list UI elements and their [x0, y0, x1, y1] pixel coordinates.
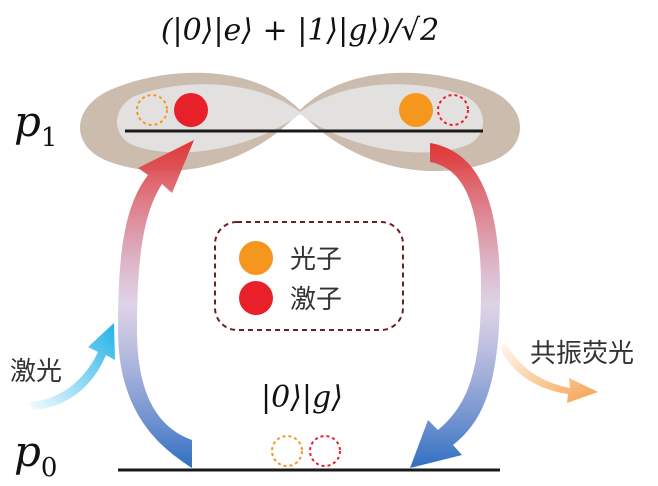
legend-photon-swatch	[239, 241, 273, 275]
legend-border	[214, 221, 404, 331]
laser-arrow	[30, 323, 115, 410]
upper-right-exciton-dashed	[437, 94, 469, 126]
svg-text:p1: p1	[14, 97, 57, 153]
lower-photon-dashed	[271, 435, 303, 467]
bottom-state-label: |0⟩|g⟩	[261, 380, 343, 415]
emission-arrow-right	[410, 143, 500, 468]
p1-base: p	[14, 97, 41, 146]
p0-sub: 0	[41, 453, 58, 483]
legend-exciton-swatch	[239, 281, 273, 315]
fluorescence-label: 共振荧光	[530, 339, 634, 369]
excitation-arrow-left	[118, 140, 194, 468]
laser-label: 激光	[10, 357, 62, 387]
level-p1-label: p1	[14, 97, 57, 153]
legend-photon-label: 光子	[290, 245, 342, 275]
legend-box: 光子 激子	[214, 221, 404, 331]
level-p0-label: p0	[14, 427, 57, 483]
top-state-label: (|0⟩|e⟩ + |1⟩|g⟩)/√2	[161, 13, 439, 48]
p1-sub: 1	[41, 123, 58, 153]
p0-base: p	[14, 427, 41, 476]
legend-exciton-label: 激子	[290, 285, 342, 315]
upper-left-exciton	[174, 93, 208, 127]
upper-right-photon	[399, 93, 433, 127]
lower-exciton-dashed	[309, 435, 341, 467]
lobe-inner	[116, 84, 484, 153]
fluorescence-arrow	[500, 342, 598, 403]
svg-text:p0: p0	[14, 427, 57, 483]
upper-left-photon-dashed	[136, 94, 168, 126]
